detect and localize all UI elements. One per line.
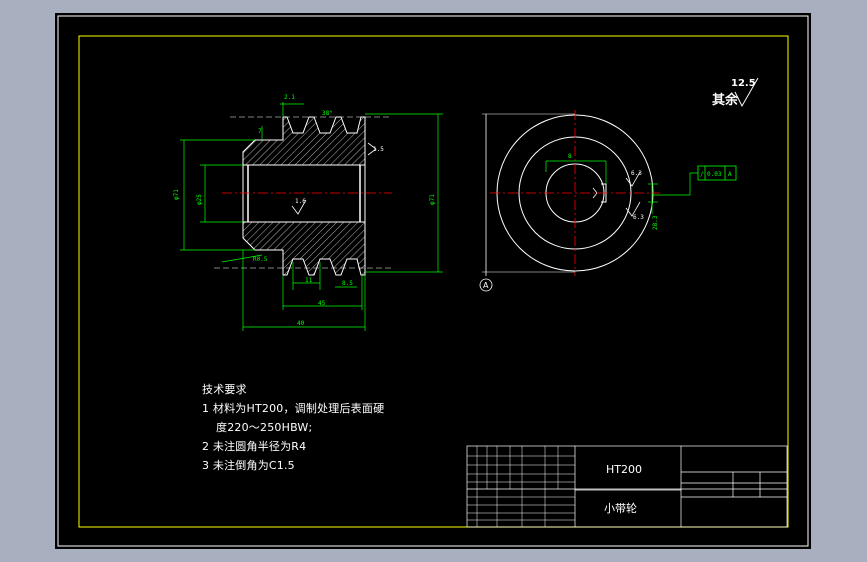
general-roughness: 其余 12.5 (712, 77, 759, 108)
dim-keyway-depth: 28.3 (652, 215, 659, 230)
tolerance-frame (697, 165, 737, 181)
outer-frame (57, 15, 809, 547)
tolerance-value: 0.03 (707, 171, 722, 178)
datum-label: A (483, 281, 489, 290)
title-block (466, 445, 788, 528)
tech-title: 技术要求 (202, 383, 247, 396)
dim-keyway-width: 8 (568, 153, 572, 160)
section-hatch-top (242, 116, 366, 166)
keyway-roughness-bottom: 6.3 (633, 214, 644, 221)
dim-groove-top: 2.1 (284, 94, 295, 101)
section-roughness-marks (291, 142, 377, 215)
tolerance-datum: A (728, 171, 732, 178)
dim-flange-height: 7 (258, 128, 262, 135)
tech-item: 3 未注倒角为C1.5 (202, 459, 295, 472)
tech-item: 度220～250HBW; (216, 421, 313, 434)
dim-groove-span: 45 (318, 300, 326, 307)
chamfer-label: 1.5 (373, 146, 384, 153)
tech-item: 2 未注圆角半径为R4 (202, 440, 307, 453)
section-view: 1.5 1.6 2.1 38° 7 φ71 φ25 φ71 R0.5 11 8.… (173, 94, 443, 331)
end-roughness-marks (592, 171, 641, 217)
dim-fillet: R0.5 (253, 256, 268, 263)
dim-overall-width: 40 (297, 320, 305, 327)
dim-pitch: 11 (305, 277, 313, 284)
section-hatch-bottom (242, 221, 366, 276)
title-part-name: 小带轮 (604, 501, 637, 515)
section-dimensions (180, 102, 443, 331)
bore-roughness-label: 1.6 (295, 198, 306, 205)
dim-hub-dia: φ71 (173, 189, 180, 200)
drawing-border (78, 35, 789, 528)
tech-item: 1 材料为HT200，调制处理后表面硬 (202, 402, 385, 415)
title-material: HT200 (606, 463, 642, 476)
datum-circle (479, 278, 493, 292)
technical-requirements: 技术要求 1 材料为HT200，调制处理后表面硬 度220～250HBW; 2 … (202, 380, 384, 475)
dim-groove-angle: 38° (322, 110, 333, 117)
drawing-sheet (55, 13, 811, 549)
roughness-label: 其余 (712, 92, 739, 108)
tolerance-symbol: / (700, 171, 704, 178)
dim-outer-dia: φ71 (429, 194, 436, 205)
tolerance-leader (652, 172, 698, 196)
end-view: 8 28.3 6.3 6.3 A / 0.03 A (479, 110, 737, 292)
dim-land: 8.5 (342, 280, 353, 287)
dim-bore-dia: φ25 (196, 194, 203, 205)
bore (242, 164, 366, 223)
roughness-value: 12.5 (731, 78, 756, 89)
end-dimensions (545, 160, 658, 214)
keyway-roughness-top: 6.3 (631, 170, 642, 177)
